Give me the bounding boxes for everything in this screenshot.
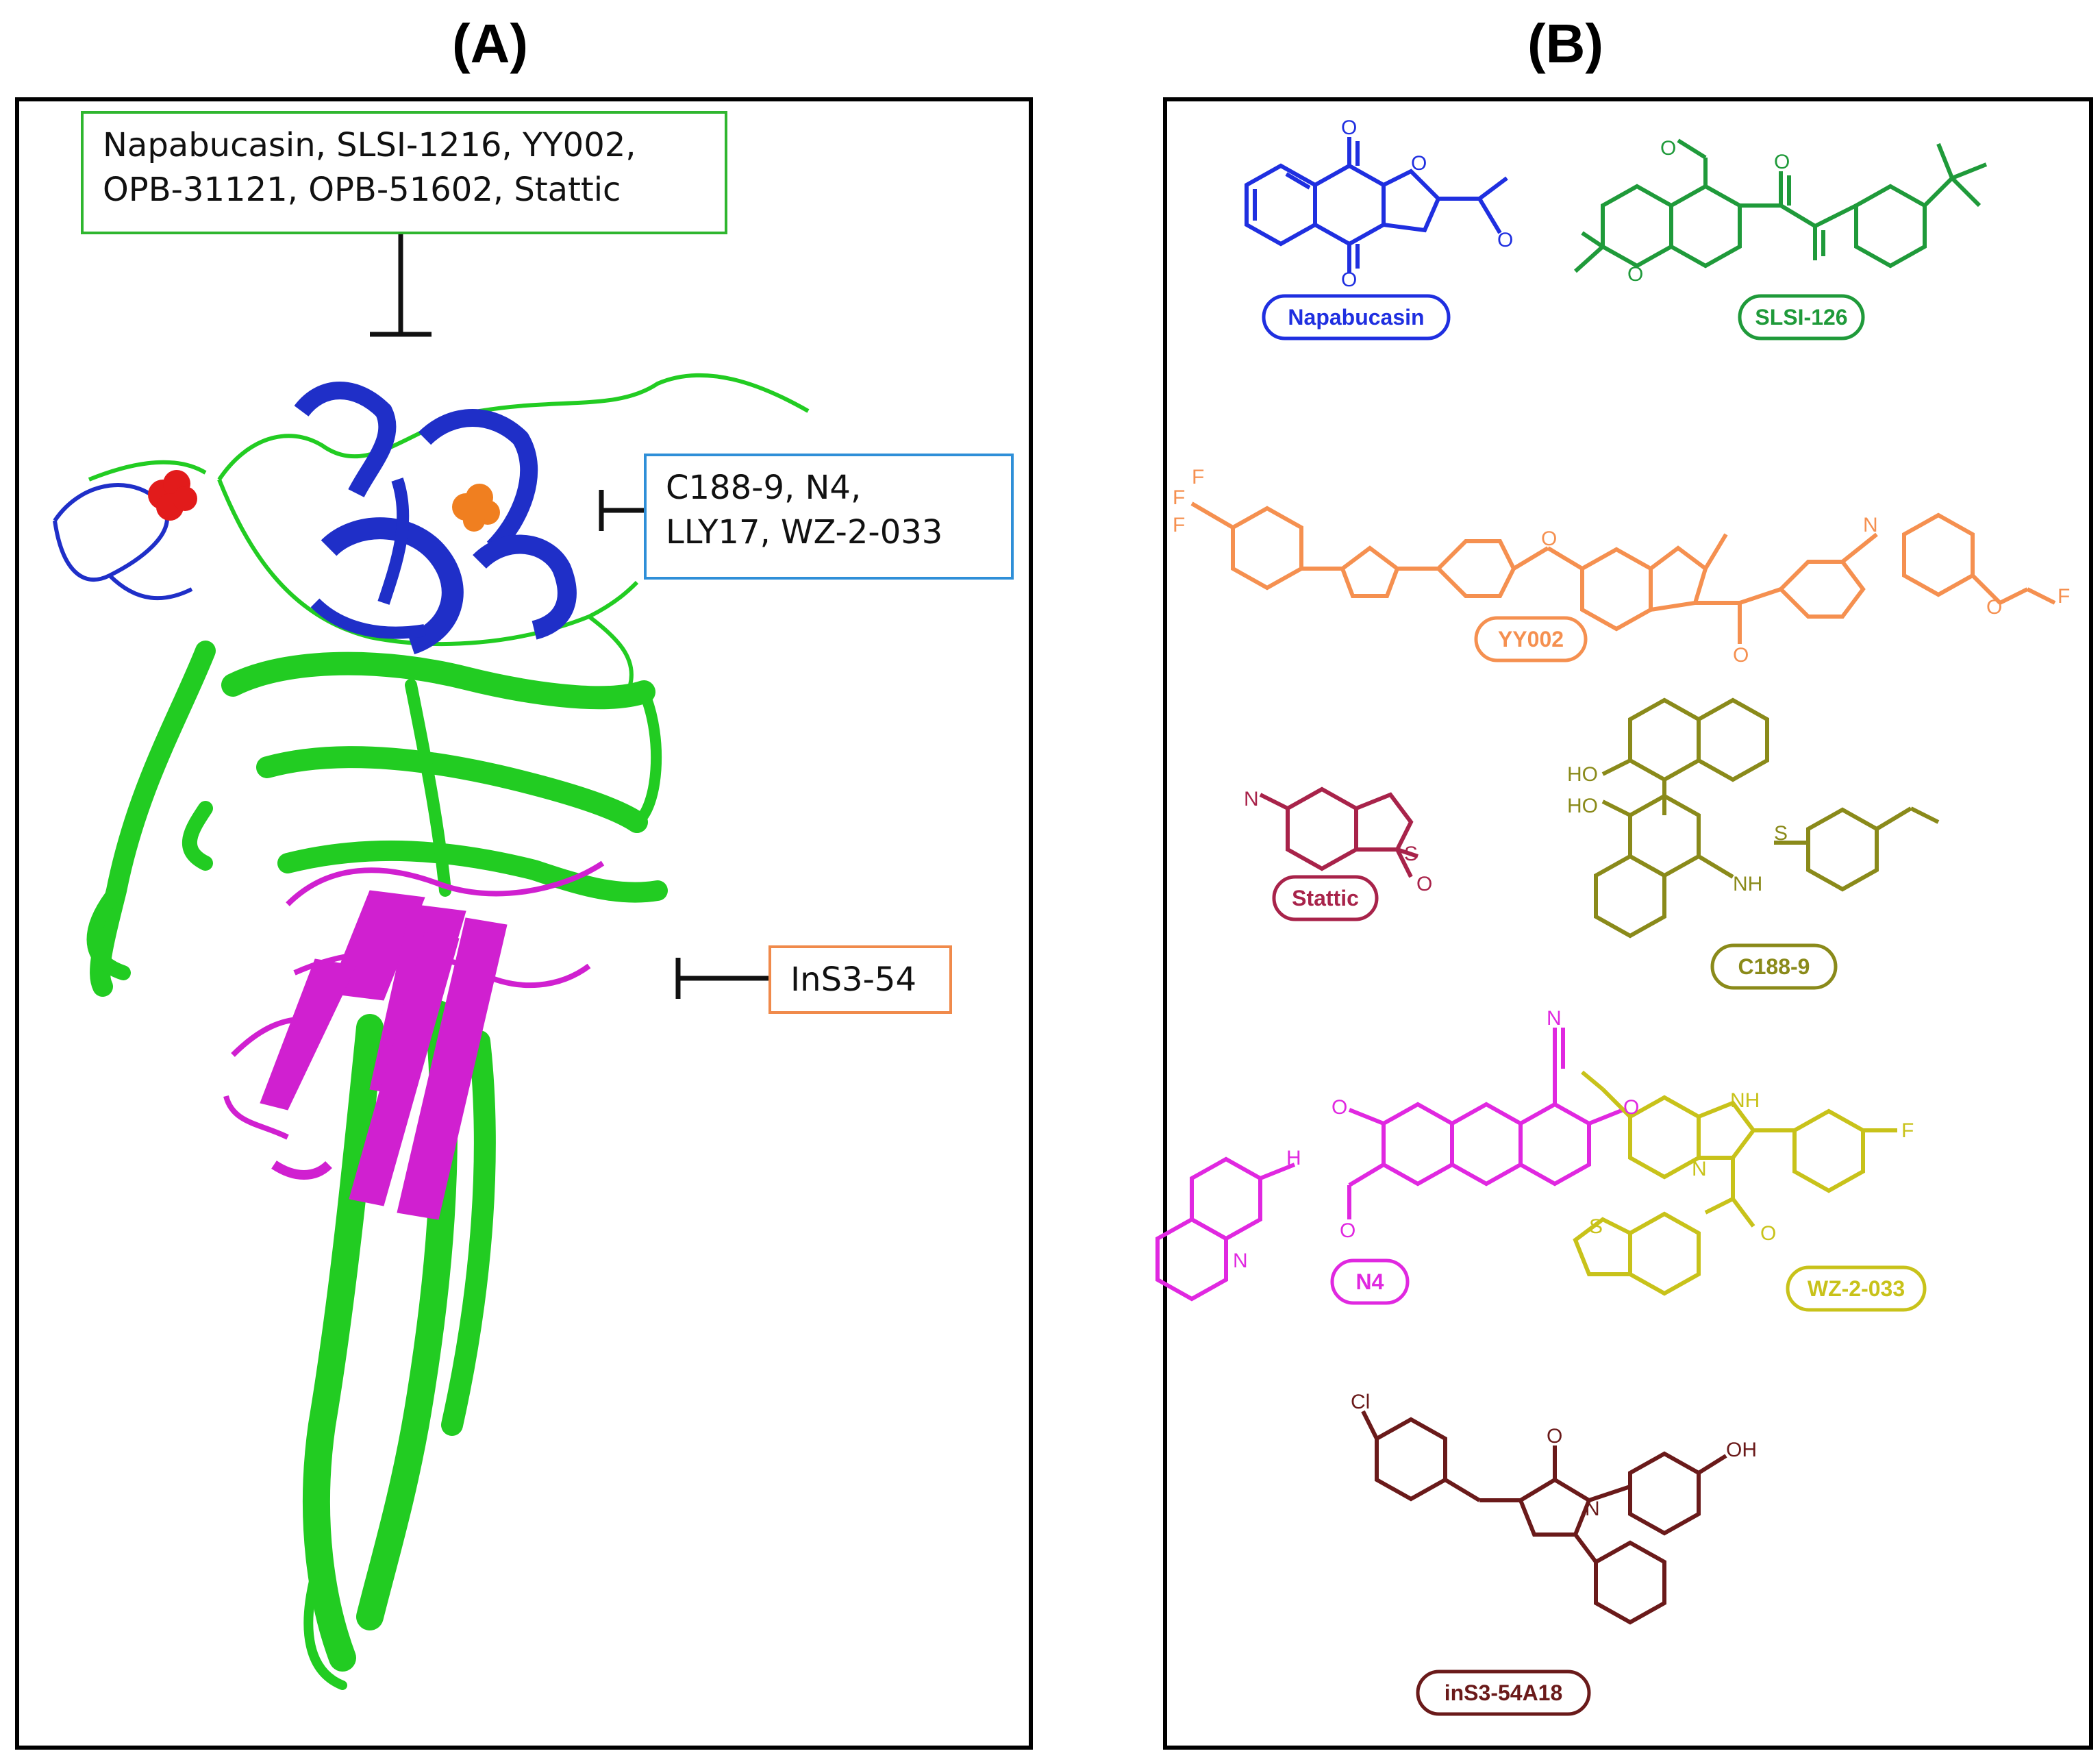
structure-stattic [1259,786,1418,878]
sh2-strand-5 [260,958,357,1110]
compound-label-napabucasin: Napabucasin [1288,305,1424,330]
structure-ins3-54a18 [1361,1410,1727,1625]
ligand-orange [452,484,500,532]
ligand-red [148,470,197,521]
callout-top-inhibitors: Napabucasin, SLSI-1216, YY002, OPB-31121… [81,111,727,234]
callout-top-line-1: Napabucasin, SLSI-1216, YY002, [103,126,636,164]
callout-right-lower-inhibitors: InS3-54 [768,945,952,1014]
atom-napa-o-bottom: O [1341,269,1357,291]
callout-right-upper-line-1: C188-9, N4, [666,469,862,507]
atom-stattic-n: N [1244,788,1259,810]
structure-n4 [1155,1028,1625,1302]
atom-n4-o: O [1332,1096,1347,1119]
atom-c188-ho2: HO [1567,795,1598,817]
atom-n4-n-quin: N [1233,1250,1248,1272]
atom-yy-o-ether2: O [1986,596,2002,619]
label-pill-slsi-126 [1738,294,1865,340]
atom-wz-o-amide: O [1760,1222,1776,1245]
atom-stattic-s: S [1404,843,1418,865]
callout-right-lower-line-1: InS3-54 [790,960,916,999]
callout-top-line-2: OPB-31121, OPB-51602, Stattic [103,170,621,209]
compound-label-stattic: Stattic [1292,886,1359,910]
atom-ins3-oh: OH [1726,1439,1757,1461]
callout-right-upper-line-2: LLY17, WZ-2-033 [666,512,943,551]
atom-yy-f4: F [2058,585,2070,608]
label-pill-yy002 [1474,616,1588,662]
atom-slsi-o-ketone: O [1774,151,1790,173]
atom-yy-o-amide: O [1733,644,1749,667]
atom-c188-nh: NH [1733,873,1762,895]
atom-napa-o-ring: O [1411,152,1427,175]
label-pill-wz-2-033 [1786,1265,1927,1312]
label-pill-n4 [1330,1258,1410,1305]
panel-a-label: (A) [452,13,529,74]
atom-napa-o-top: O [1341,116,1357,139]
label-pill-c188-9 [1710,943,1838,990]
atom-n4-o-ketone: O [1623,1096,1639,1119]
atom-n4-o-amide: O [1340,1219,1355,1242]
n-domain [53,382,577,655]
label-pill-napabucasin [1262,294,1451,340]
structure-c188-9 [1594,697,1940,939]
atom-slsi-o-ring: O [1627,263,1643,286]
callout-right-upper-inhibitors: C188-9, N4, LLY17, WZ-2-033 [644,454,1014,580]
label-pill-ins3-54a18 [1416,1670,1591,1716]
atom-yy-o-ether: O [1541,528,1557,550]
atom-napa-o-ketone: O [1497,229,1513,251]
atom-ins3-n: N [1585,1498,1600,1520]
sh2-strand-3 [397,917,508,1220]
atom-wz-n: N [1692,1158,1707,1180]
atom-wz-s: S [1589,1215,1603,1238]
atom-ins3-o: O [1547,1425,1562,1448]
atom-n4-h: H [1286,1147,1301,1169]
inhibition-markers [370,226,768,999]
structure-wz-2-033 [1573,1070,1897,1296]
atom-stattic-o: O [1416,873,1432,895]
protein-structure [53,373,810,1690]
sh2-strand-4 [349,931,460,1206]
atom-yy-n-pip: N [1863,514,1878,536]
atom-yy-f1: F [1173,486,1185,509]
panel-a-frame [15,97,1033,1750]
atom-wz-f: F [1901,1119,1914,1142]
atom-yy-f3: F [1192,466,1204,488]
compound-label-ins3-54a18: inS3-54A18 [1445,1680,1563,1705]
compound-label-wz-2-033: WZ-2-033 [1808,1276,1905,1301]
structure-slsi-126 [1573,138,1988,273]
compound-label-yy002: YY002 [1498,627,1564,652]
atom-slsi-o-methoxy: O [1660,137,1676,160]
atom-yy-f2: F [1173,514,1185,536]
label-pill-stattic [1272,875,1379,921]
sh2-domain [223,860,605,1220]
compound-label-c188-9: C188-9 [1738,954,1810,979]
panel-b-label: (B) [1527,13,1604,74]
structure-yy002 [1190,501,2056,644]
atom-c188-s: S [1774,822,1788,845]
core-helices [86,641,668,1690]
atom-c188-ho1: HO [1567,763,1598,786]
atom-ins3-cl: Cl [1351,1391,1370,1413]
atom-n4-n-nitrile: N [1547,1007,1562,1030]
compound-label-n4: N4 [1356,1269,1384,1294]
compound-label-slsi-126: SLSI-126 [1755,305,1847,330]
structure-napabucasin [1245,137,1508,273]
atom-wz-nh: NH [1730,1089,1760,1112]
compound-labels: Napabucasin SLSI-126 YY002 Stattic C188-… [1262,294,1927,1716]
